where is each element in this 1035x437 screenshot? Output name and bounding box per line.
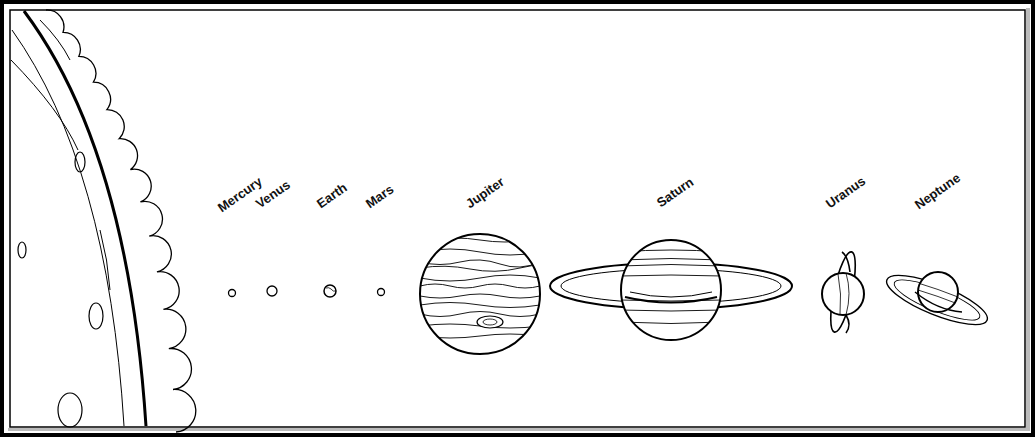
earth-detail [326,288,336,292]
neptune-planet [881,266,992,334]
planet-name: Uranus [823,173,869,212]
sun-texture [100,230,110,290]
venus-planet [267,286,277,296]
mars-planet [378,289,385,296]
planet-name: Neptune [912,170,964,213]
earth-planet [324,285,336,297]
sun-spot [18,242,26,258]
planet-name: Saturn [654,174,697,211]
saturn-planet [550,240,792,340]
sun-spot [89,303,103,329]
sun [11,10,196,432]
jupiter-planet [420,234,550,354]
frame-shadow [8,428,1030,431]
sun-edge [24,11,146,426]
sun-texture [11,60,78,150]
sun-spot [75,152,85,172]
sun-corona [46,10,196,432]
uranus-planet [822,250,864,334]
frame-shadow [1026,8,1030,430]
planet-name: Jupiter [463,174,508,212]
planet-name: Earth [314,180,350,212]
sun-spot [58,393,82,427]
mercury-planet [229,290,236,297]
sun-texture [40,20,70,60]
sun-edge-inner [12,30,124,426]
planet-name: Mars [363,181,397,212]
